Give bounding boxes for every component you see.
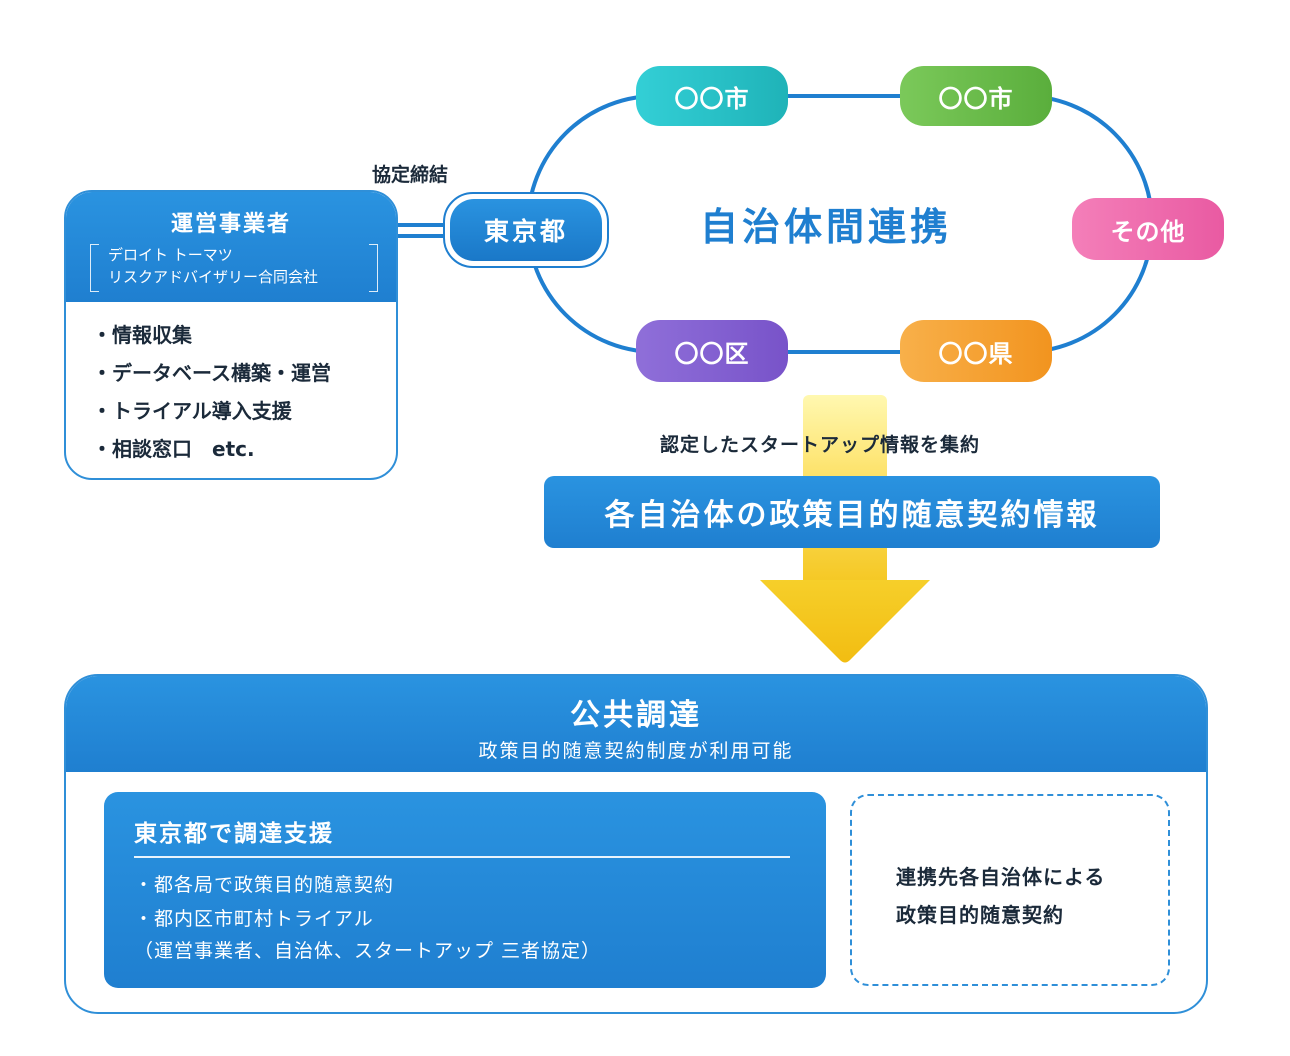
operator-title: 運営事業者 <box>170 212 291 237</box>
support-note: （運営事業者、自治体、スタートアップ 三者協定） <box>134 940 602 962</box>
support-item: ・都内区市町村トライアル <box>134 908 374 930</box>
procurement-subtitle: 政策目的随意契約制度が利用可能 <box>478 740 794 762</box>
bracket-right <box>369 244 378 292</box>
city-pill-1: 〇〇市 <box>636 66 788 126</box>
support-item: ・都各局で政策目的随意契約 <box>134 874 395 896</box>
operator-task: ・トライアル導入支援 <box>92 399 292 423</box>
collect-label: 認定したスタートアップ情報を集約 <box>660 434 981 456</box>
operator-task: ・データベース構築・運営 <box>92 361 331 385</box>
other-pill: その他 <box>1072 198 1224 260</box>
prefecture-pill: 〇〇県 <box>900 320 1052 382</box>
bracket-left <box>90 244 99 292</box>
info-banner: 各自治体の政策目的随意契約情報 <box>544 476 1160 548</box>
tokyo-pill: 東京都 <box>450 199 602 261</box>
partner-text: 連携先各自治体による 政策目的随意契約 <box>896 858 1105 934</box>
ward-pill: 〇〇区 <box>636 320 788 382</box>
agreement-label: 協定締結 <box>372 164 449 186</box>
operator-task: ・情報収集 <box>92 323 192 347</box>
procurement-title: 公共調達 <box>570 698 702 733</box>
partner-line-2: 政策目的随意契約 <box>896 903 1064 927</box>
support-divider <box>134 856 790 858</box>
arrow-head <box>760 580 930 663</box>
operator-task-list: ・情報収集 ・データベース構築・運営 ・トライアル導入支援 ・相談窓口 etc. <box>92 316 331 468</box>
support-list: ・都各局で政策目的随意契約 ・都内区市町村トライアル <box>134 868 394 936</box>
procurement-header: 公共調達 政策目的随意契約制度が利用可能 <box>66 676 1206 772</box>
operator-task: ・相談窓口 etc. <box>92 437 255 461</box>
collaboration-title: 自治体間連携 <box>700 205 953 249</box>
operator-header: 運営事業者 デロイト トーマツ リスクアドバイザリー合同会社 <box>66 192 396 302</box>
company-line-2: リスクアドバイザリー合同会社 <box>108 268 319 286</box>
operator-box: 運営事業者 デロイト トーマツ リスクアドバイザリー合同会社 ・情報収集 ・デー… <box>64 190 398 480</box>
city-pill-2: 〇〇市 <box>900 66 1052 126</box>
partner-line-1: 連携先各自治体による <box>896 865 1106 889</box>
company-line-1: デロイト トーマツ <box>108 246 233 264</box>
tokyo-support-box: 東京都で調達支援 ・都各局で政策目的随意契約 ・都内区市町村トライアル （運営事… <box>104 792 826 988</box>
operator-company: デロイト トーマツ リスクアドバイザリー合同会社 <box>90 244 378 292</box>
partner-procurement-box: 連携先各自治体による 政策目的随意契約 <box>850 794 1170 986</box>
support-title: 東京都で調達支援 <box>134 821 334 847</box>
